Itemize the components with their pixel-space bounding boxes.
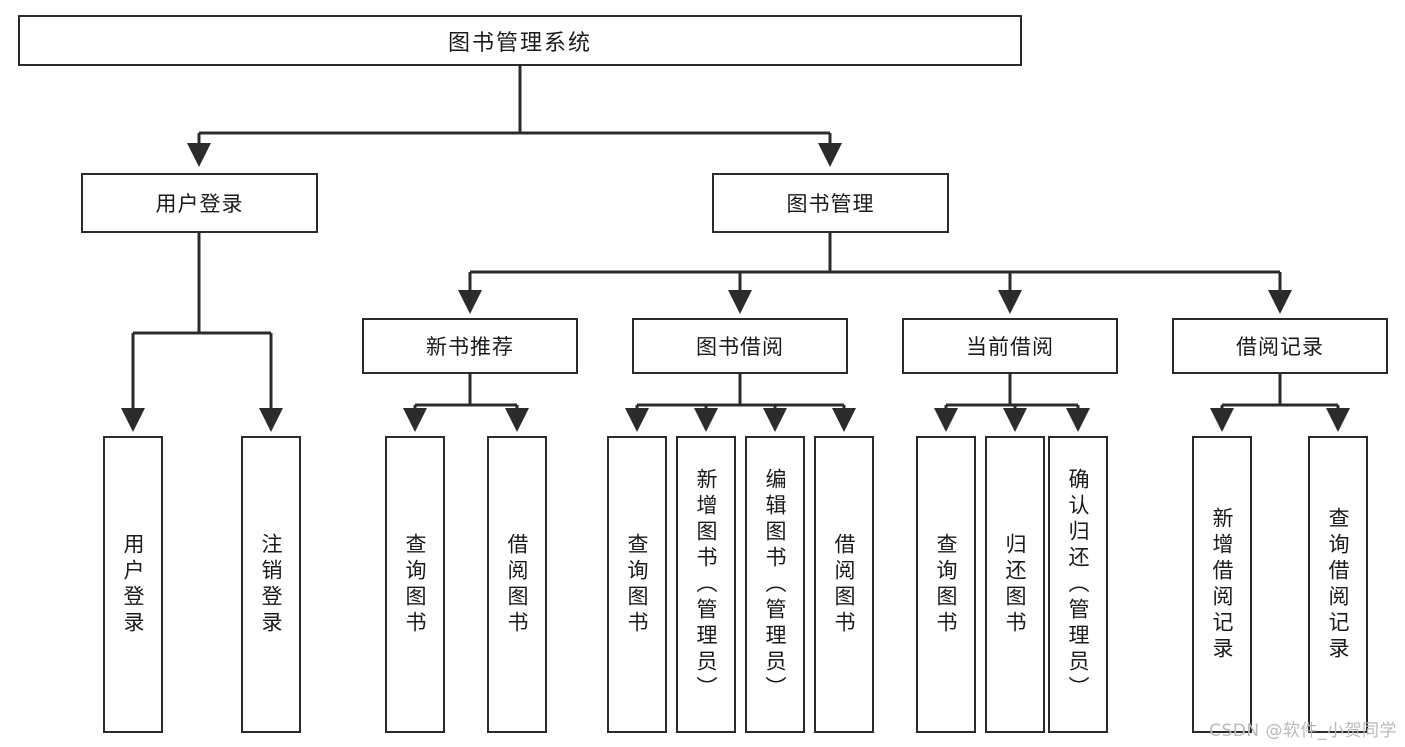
- node-label: 查询图书: [403, 532, 428, 637]
- leaf-current-return-book[interactable]: 归还图书: [985, 436, 1045, 733]
- node-label: 当前借阅: [966, 335, 1054, 359]
- node-book-borrow[interactable]: 图书借阅: [632, 318, 848, 374]
- leaf-user-login-login[interactable]: 用户登录: [103, 436, 163, 733]
- node-label: 新书推荐: [426, 335, 514, 359]
- leaf-borrow-borrow-book[interactable]: 借阅图书: [814, 436, 874, 733]
- node-label: 图书管理: [786, 192, 875, 216]
- leaf-new-book-borrow[interactable]: 借阅图书: [487, 436, 547, 733]
- node-label: 用户登录: [121, 532, 146, 637]
- node-label: 图书管理系统: [447, 30, 592, 56]
- node-label: 借阅图书: [832, 532, 857, 637]
- node-label: 借阅图书: [505, 532, 530, 637]
- node-label: 查询借阅记录: [1326, 506, 1351, 663]
- node-label: 确认归还（管理员）: [1066, 467, 1091, 702]
- node-borrow-record[interactable]: 借阅记录: [1172, 318, 1388, 374]
- node-label: 归还图书: [1003, 532, 1028, 637]
- leaf-current-confirm-return-admin[interactable]: 确认归还（管理员）: [1048, 436, 1108, 733]
- node-label: 查询图书: [934, 532, 959, 637]
- node-new-book-recommend[interactable]: 新书推荐: [362, 318, 578, 374]
- leaf-record-query-record[interactable]: 查询借阅记录: [1308, 436, 1368, 733]
- leaf-borrow-query-book[interactable]: 查询图书: [607, 436, 667, 733]
- leaf-borrow-edit-book-admin[interactable]: 编辑图书（管理员）: [745, 436, 805, 733]
- node-root-system[interactable]: 图书管理系统: [18, 15, 1022, 66]
- node-book-management[interactable]: 图书管理: [712, 173, 949, 233]
- leaf-borrow-add-book-admin[interactable]: 新增图书（管理员）: [676, 436, 736, 733]
- node-user-login[interactable]: 用户登录: [81, 173, 318, 233]
- node-label: 新增图书（管理员）: [694, 467, 719, 702]
- node-current-borrow[interactable]: 当前借阅: [902, 318, 1118, 374]
- node-label: 编辑图书（管理员）: [763, 467, 788, 702]
- node-label: 注销登录: [259, 532, 284, 637]
- node-label: 图书借阅: [696, 335, 784, 359]
- node-label: 新增借阅记录: [1210, 506, 1235, 663]
- node-label: 用户登录: [155, 192, 244, 216]
- leaf-record-add-record[interactable]: 新增借阅记录: [1192, 436, 1252, 733]
- leaf-new-book-query[interactable]: 查询图书: [385, 436, 445, 733]
- node-label: 查询图书: [625, 532, 650, 637]
- leaf-current-query-book[interactable]: 查询图书: [916, 436, 976, 733]
- leaf-user-login-logout[interactable]: 注销登录: [241, 436, 301, 733]
- node-label: 借阅记录: [1236, 335, 1324, 359]
